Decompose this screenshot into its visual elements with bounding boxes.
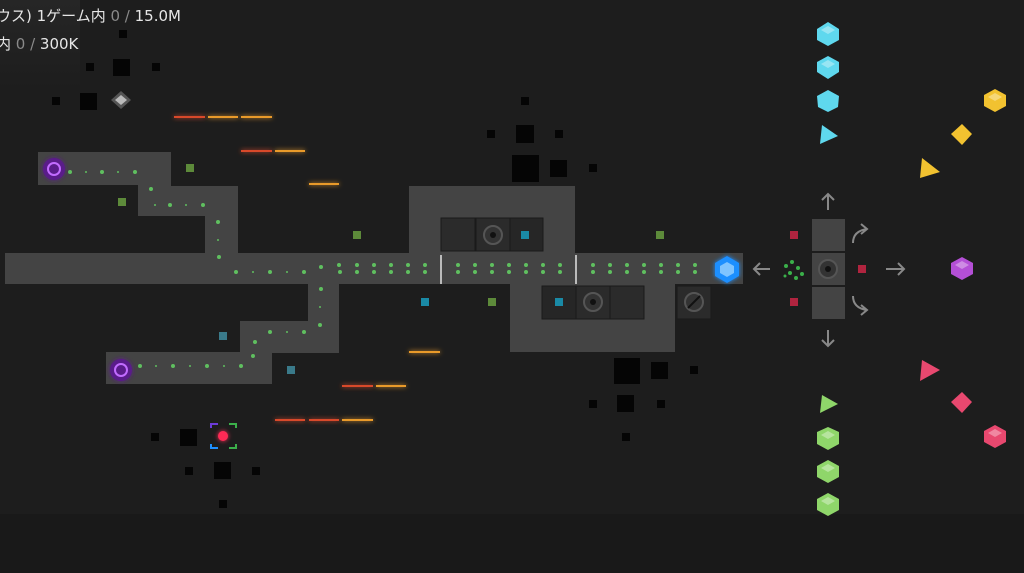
direction-panel[interactable] [783, 219, 846, 319]
tower-icon[interactable] [483, 225, 704, 312]
decor-squares [52, 30, 698, 508]
spawn-portal-icon[interactable] [43, 158, 132, 381]
hud-score-sep: / [120, 7, 135, 25]
diamond-decor [111, 91, 131, 109]
hud-kills-max: 300K [39, 35, 79, 53]
hud-kills-line: 内 0 / 300K [0, 33, 78, 54]
laser-beams [174, 116, 440, 421]
direction-arrow-icon [752, 192, 906, 348]
hud-kills-label: 内 [0, 35, 12, 53]
bottom-bar [0, 514, 1024, 573]
path-gates [440, 255, 577, 284]
markers [118, 164, 866, 374]
hud-score-current: 0 [110, 7, 121, 25]
enemy-path [5, 152, 743, 384]
tower-slots[interactable] [440, 217, 712, 320]
path-dots [68, 170, 697, 368]
hud-panel [0, 0, 80, 88]
hud-kills-sep: / [25, 35, 40, 53]
gem-icon[interactable] [817, 22, 1006, 516]
hud-score-label: ウス) 1ゲーム内 [0, 7, 111, 25]
hud-score-line: ウス) 1ゲーム内 0 / 15.0M [0, 5, 181, 26]
target-reticle-icon[interactable] [210, 423, 237, 449]
hud-kills-current: 0 [15, 35, 26, 53]
base-core-icon[interactable] [715, 256, 739, 283]
hud-score-max: 15.0M [134, 7, 181, 25]
